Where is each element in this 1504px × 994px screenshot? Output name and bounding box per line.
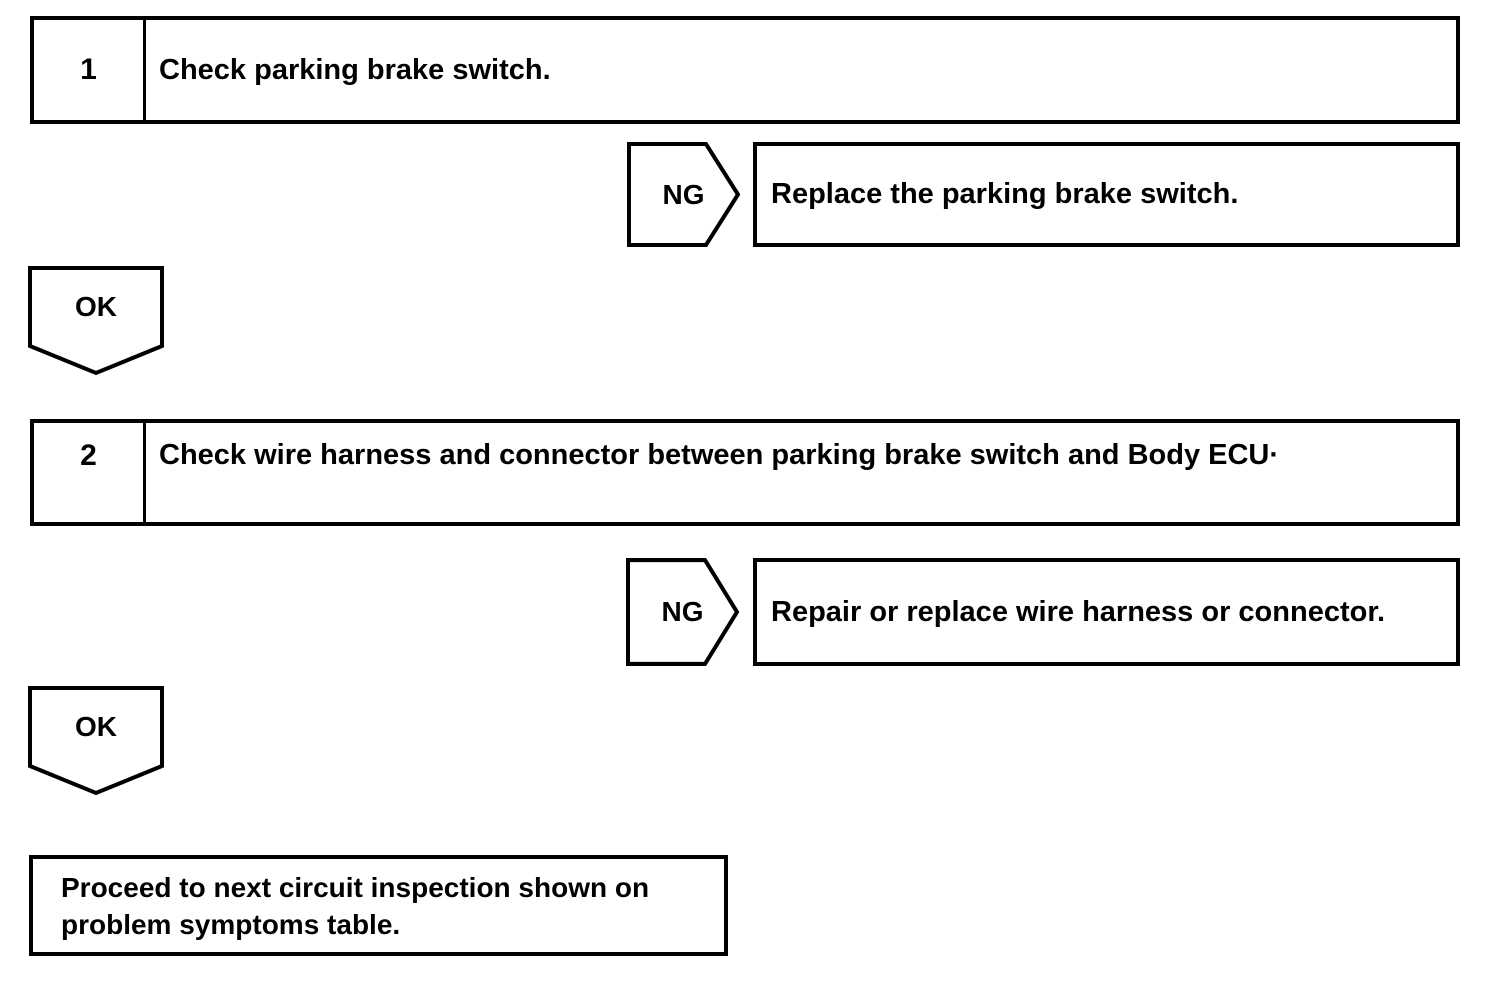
ok-pentagon-1: OK: [28, 266, 164, 376]
ok-label-2: OK: [75, 711, 117, 742]
ng-pentagon-1: NG: [627, 142, 740, 247]
ok-pentagon-2: OK: [28, 686, 164, 796]
final-text-line-2: problem symptoms table.: [61, 909, 401, 940]
final-text-line-1: Proceed to next circuit inspection shown…: [61, 872, 650, 903]
step-2-box: 2 Check wire harness and connector betwe…: [30, 419, 1460, 526]
ng-label-1: NG: [662, 178, 705, 210]
ng-result-1: Replace the parking brake switch.: [753, 142, 1460, 247]
step-1-number: 1: [34, 20, 146, 120]
ok-label-1: OK: [75, 291, 117, 322]
ok-pentagon-icon: [28, 266, 164, 376]
ng-pentagon-icon: [627, 142, 740, 247]
step-1-instruction: Check parking brake switch.: [159, 53, 551, 86]
step-2-instruction: Check wire harness and connector between…: [159, 439, 1280, 471]
ng-result-2: Repair or replace wire harness or connec…: [753, 558, 1460, 666]
ok-pentagon-icon: [28, 686, 164, 796]
final-box: Proceed to next circuit inspection shown…: [29, 855, 728, 956]
step-2-number: 2: [34, 423, 146, 522]
ng-label-2: NG: [661, 596, 704, 627]
ng-pentagon-2: NG: [626, 558, 739, 666]
step-1-box: 1 Check parking brake switch.: [30, 16, 1460, 124]
ng-pentagon-icon: [626, 558, 739, 666]
